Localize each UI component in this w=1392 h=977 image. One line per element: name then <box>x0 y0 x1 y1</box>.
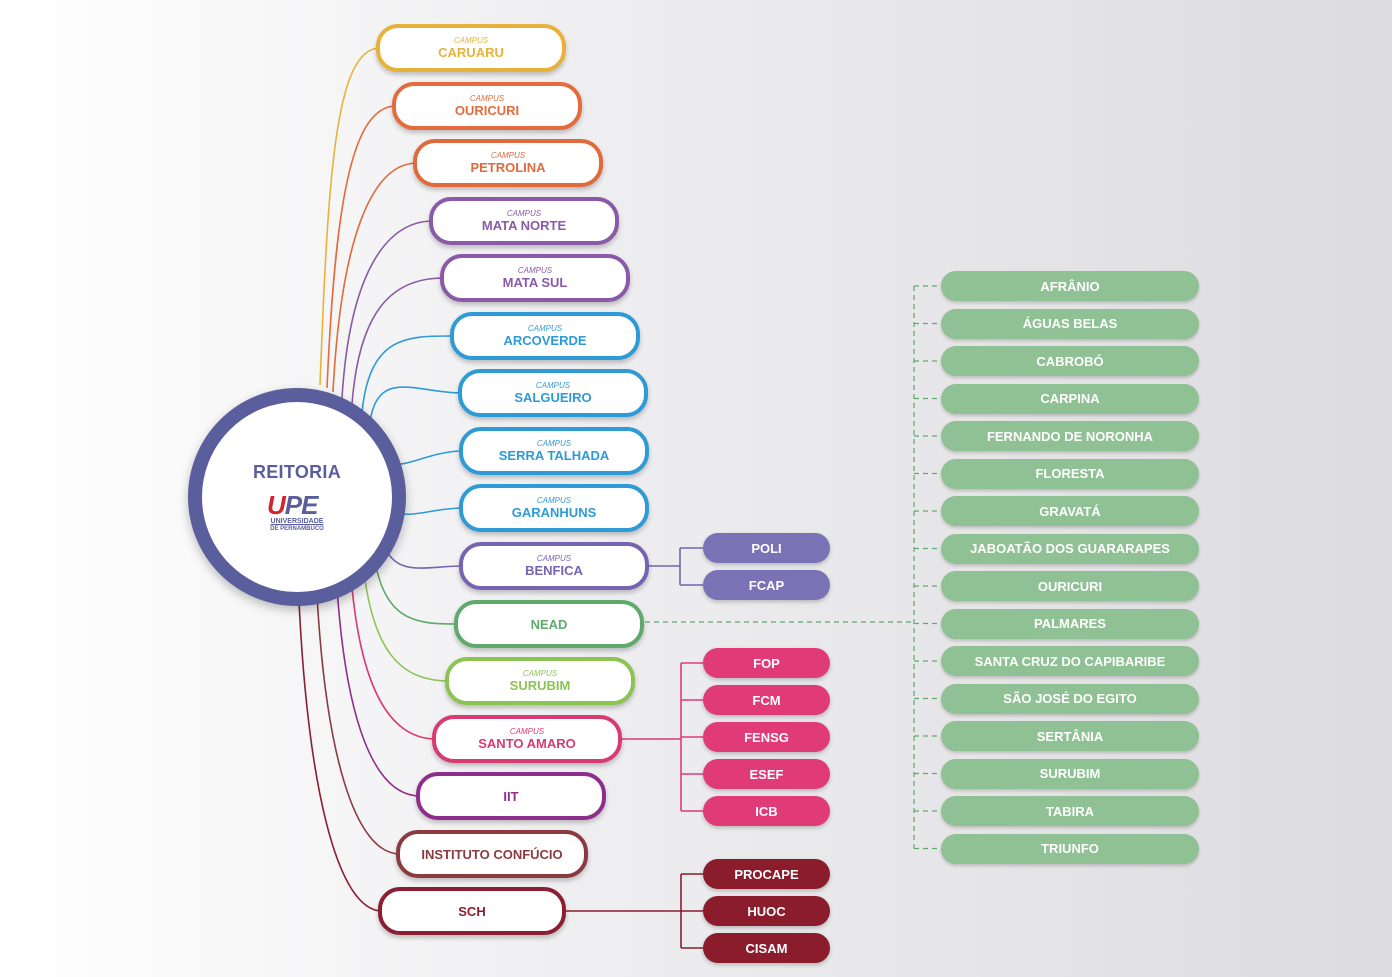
unit-icb[interactable]: ICB <box>703 796 830 826</box>
campus-label-prefix: CAMPUS <box>517 266 553 275</box>
campus-name: ARCOVERDE <box>503 333 587 348</box>
campus-name: CARUARU <box>438 45 504 60</box>
campus-node-instituto-confucio[interactable]: INSTITUTO CONFÚCIO <box>396 830 588 878</box>
nead-pole-item[interactable]: ÁGUAS BELAS <box>941 308 1199 339</box>
campus-label-prefix: CAMPUS <box>509 727 545 736</box>
campus-name: INSTITUTO CONFÚCIO <box>421 846 563 862</box>
nead-pole-item[interactable]: SANTA CRUZ DO CAPIBARIBE <box>941 646 1199 676</box>
campus-name: IIT <box>503 788 519 804</box>
campus-name: SURUBIM <box>509 678 571 693</box>
nead-pole-item[interactable]: AFRÂNIO <box>941 271 1199 301</box>
nead-pole-item[interactable]: CABROBÓ <box>941 346 1199 376</box>
unit-huoc[interactable]: HUOC <box>703 896 830 926</box>
campus-label-prefix: CAMPUS <box>469 94 505 103</box>
unit-poli[interactable]: POLI <box>703 533 830 563</box>
campus-label-prefix: CAMPUS <box>490 151 526 160</box>
nead-pole-item[interactable]: SÃO JOSÉ DO EGITO <box>941 683 1199 714</box>
upe-logo-line1: UNIVERSIDADE <box>270 518 324 525</box>
unit-procape[interactable]: PROCAPE <box>703 859 830 889</box>
campus-name: NEAD <box>530 616 568 632</box>
nead-pole-item[interactable]: CARPINA <box>941 383 1199 414</box>
campus-name: MATA SUL <box>502 275 568 290</box>
unit-esef[interactable]: ESEF <box>703 759 830 789</box>
nead-pole-item[interactable]: SURUBIM <box>941 758 1199 789</box>
campus-label-prefix: CAMPUS <box>506 209 542 218</box>
campus-node-iit[interactable]: IIT <box>416 772 606 820</box>
campus-name: OURICURI <box>454 103 520 118</box>
campus-node-sch[interactable]: SCH <box>378 887 566 935</box>
campus-name: GARANHUNS <box>511 505 597 520</box>
campus-name: SERRA TALHADA <box>498 448 610 463</box>
campus-name: PETROLINA <box>470 160 546 175</box>
unit-fcap[interactable]: FCAP <box>703 570 830 600</box>
nead-pole-item[interactable]: GRAVATÁ <box>941 496 1199 526</box>
campus-label-prefix: CAMPUS <box>527 324 563 333</box>
unit-cisam[interactable]: CISAM <box>703 933 830 963</box>
nead-pole-item[interactable]: FLORESTA <box>941 458 1199 489</box>
nead-pole-item[interactable]: PALMARES <box>941 608 1199 639</box>
campus-label-prefix: CAMPUS <box>536 554 572 563</box>
campus-label-prefix: CAMPUS <box>536 439 572 448</box>
nead-pole-item[interactable]: FERNANDO DE NORONHA <box>941 421 1199 451</box>
upe-logo-line2: DE PERNAMBUCO <box>270 526 324 532</box>
upe-logo: UPE UNIVERSIDADE DE PERNAMBUCO <box>257 490 337 538</box>
nead-pole-item[interactable]: JABOATÃO DOS GUARARAPES <box>941 533 1199 564</box>
campus-name: SANTO AMARO <box>478 736 576 751</box>
campus-name: BENFICA <box>525 563 583 578</box>
campus-name: SCH <box>458 903 486 919</box>
nead-pole-item[interactable]: TRIUNFO <box>941 833 1199 864</box>
campus-label-prefix: CAMPUS <box>535 381 571 390</box>
campus-name: MATA NORTE <box>481 218 567 233</box>
nead-pole-item[interactable]: SERTÂNIA <box>941 721 1199 751</box>
nead-pole-item[interactable]: TABIRA <box>941 796 1199 826</box>
unit-fcm[interactable]: FCM <box>703 685 830 715</box>
unit-fop[interactable]: FOP <box>703 648 830 678</box>
campus-node-nead[interactable]: NEAD <box>454 600 644 648</box>
campus-label-prefix: CAMPUS <box>536 496 572 505</box>
nead-pole-item[interactable]: OURICURI <box>941 571 1199 601</box>
campus-label-prefix: CAMPUS <box>522 669 558 678</box>
upe-logo-mark: UPE <box>267 490 318 520</box>
campus-label-prefix: CAMPUS <box>453 36 489 45</box>
reitoria-node[interactable]: REITORIA UPE UNIVERSIDADE DE PERNAMBUCO <box>188 388 406 606</box>
unit-fensg[interactable]: FENSG <box>703 722 830 752</box>
reitoria-title: REITORIA <box>252 462 342 482</box>
campus-name: SALGUEIRO <box>514 390 592 405</box>
